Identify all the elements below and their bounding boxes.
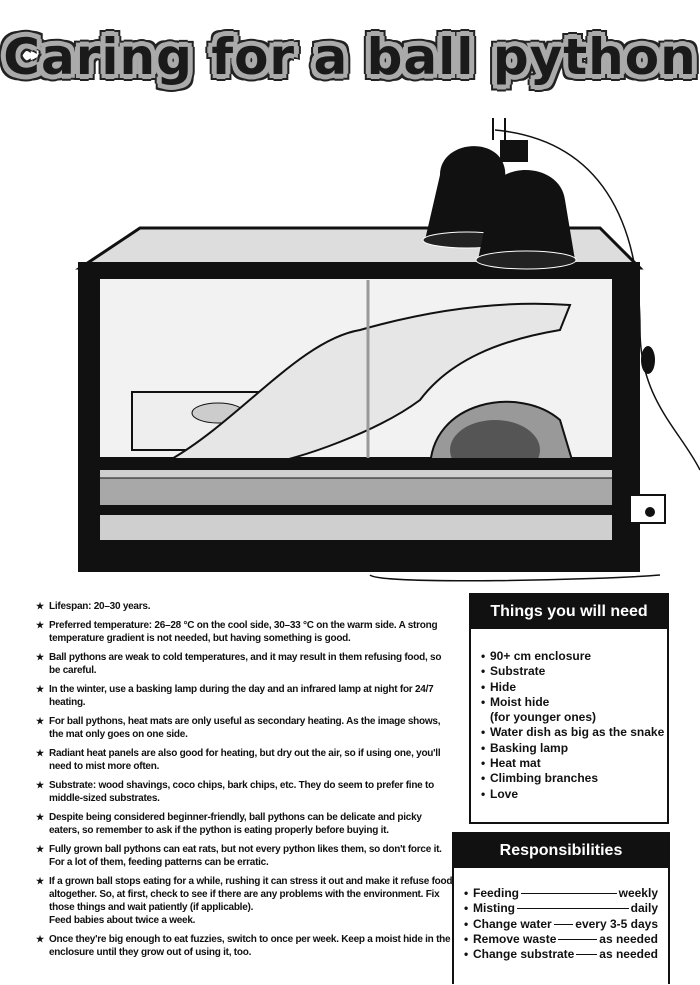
bullet-icon: •: [481, 664, 486, 679]
needs-item: • Climbing branches: [481, 771, 667, 786]
needs-item-label: Hide: [490, 679, 517, 694]
needs-heading: Things you will need: [471, 595, 667, 629]
fact-item: ★ Once they're big enough to eat fuzzies,…: [36, 933, 454, 959]
responsibilities-list: • Feeding weekly • Misting daily • Change water…: [454, 868, 668, 962]
fact-text: Substrate: wood shavings, coco chips, ba…: [49, 780, 434, 804]
fact-item: ★ In the winter, use a basking lamp durin…: [36, 683, 454, 709]
responsibility-item: • Remove waste as needed: [464, 932, 658, 947]
star-bullet-icon: ★: [36, 684, 44, 694]
fact-text: Lifespan: 20–30 years.: [49, 601, 151, 612]
fact-text: For ball pythons, heat mats are only use…: [49, 716, 441, 740]
star-bullet-icon: ★: [36, 748, 44, 758]
responsibilities-heading: Responsibilities: [454, 834, 668, 868]
task-label: Change water: [473, 916, 552, 931]
care-facts-list: ★ Lifespan: 20–30 years. ★ Preferred temper…: [36, 600, 454, 965]
fact-text: Fully grown ball pythons can eat rats, b…: [49, 844, 442, 868]
needs-list: • 90+ cm enclosure • Substrate • Hide • Moist h…: [471, 629, 667, 802]
needs-item: • Moist hide (for younger ones): [481, 695, 667, 726]
bullet-icon: •: [481, 679, 486, 694]
fact-item: ★ Substrate: wood shavings, coco chips, b…: [36, 779, 454, 805]
fact-item: ★ Ball pythons are weak to cold temperatu…: [36, 651, 454, 677]
star-bullet-icon: ★: [36, 934, 44, 944]
needs-item: • Basking lamp: [481, 741, 667, 756]
things-you-will-need-box: Things you will need • 90+ cm enclosure • S…: [469, 593, 669, 824]
bullet-icon: •: [464, 886, 469, 900]
fact-text: If a grown ball stops eating for a while…: [49, 876, 453, 926]
needs-item-label: Substrate: [490, 664, 546, 679]
fact-text: Despite being considered beginner-friend…: [49, 812, 422, 836]
bullet-icon: •: [481, 740, 486, 755]
fact-item: ★ If a grown ball stops eating for a whil…: [36, 875, 454, 927]
responsibility-item: • Misting daily: [464, 901, 658, 916]
star-bullet-icon: ★: [36, 780, 44, 790]
bullet-icon: •: [464, 947, 469, 962]
frequency-label: daily: [630, 901, 658, 916]
star-bullet-icon: ★: [36, 716, 44, 726]
bullet-icon: •: [464, 901, 469, 916]
bullet-icon: •: [464, 916, 469, 931]
bullet-icon: •: [464, 931, 469, 946]
fact-text: Preferred temperature: 26–28 °C on the c…: [49, 620, 438, 644]
fact-item: ★ For ball pythons, heat mats are only us…: [36, 715, 454, 741]
fact-text: Radiant heat panels are also good for he…: [49, 748, 441, 772]
needs-item: • Water dish as big as the snake: [481, 725, 667, 740]
fact-item: ★ Fully grown ball pythons can eat rats, …: [36, 843, 454, 869]
needs-item-label: Basking lamp: [490, 740, 569, 755]
leader-line: [553, 923, 574, 925]
task-label: Change substrate: [473, 947, 575, 962]
star-bullet-icon: ★: [36, 620, 44, 630]
star-bullet-icon: ★: [36, 876, 44, 886]
star-bullet-icon: ★: [36, 601, 44, 611]
needs-item-label: 90+ cm enclosure: [490, 649, 592, 663]
bullet-icon: •: [481, 725, 486, 740]
needs-item: • Heat mat: [481, 756, 667, 771]
bullet-icon: •: [481, 771, 486, 786]
frequency-label: as needed: [599, 947, 658, 962]
responsibility-item: • Change water every 3-5 days: [464, 917, 658, 932]
terrarium-illustration: [75, 118, 700, 582]
task-label: Misting: [473, 901, 515, 916]
bullet-icon: •: [481, 694, 486, 709]
needs-item: • Substrate: [481, 664, 667, 679]
task-label: Remove waste: [473, 931, 557, 946]
responsibility-item: • Change substrate as needed: [464, 947, 658, 962]
needs-item-label: Climbing branches: [490, 771, 599, 786]
star-bullet-icon: ★: [36, 652, 44, 662]
leader-line: [517, 908, 629, 910]
frequency-label: weekly: [618, 886, 658, 900]
fact-item: ★ Despite being considered beginner-frien…: [36, 811, 454, 837]
needs-item-label: Water dish as big as the snake: [490, 725, 665, 740]
needs-item: • Love: [481, 787, 667, 802]
responsibilities-box: Responsibilities • Feeding weekly • Misting d…: [452, 832, 670, 984]
frequency-label: every 3-5 days: [575, 916, 658, 931]
needs-item-label: Moist hide (for younger ones): [490, 694, 597, 725]
leader-line: [576, 954, 598, 956]
leader-line: [558, 939, 598, 941]
bullet-icon: •: [481, 756, 486, 771]
responsibility-item: • Feeding weekly: [464, 886, 658, 901]
bullet-icon: •: [481, 786, 486, 801]
fact-text: Once they're big enough to eat fuzzies, …: [49, 934, 451, 958]
bullet-icon: •: [481, 649, 486, 663]
task-label: Feeding: [473, 886, 520, 900]
fact-item: ★ Lifespan: 20–30 years.: [36, 600, 454, 613]
fact-item: ★ Radiant heat panels are also good for h…: [36, 747, 454, 773]
fact-item: ★ Preferred temperature: 26–28 °C on the …: [36, 619, 454, 645]
frequency-label: as needed: [599, 931, 658, 946]
page-title: Caring for a ball python: [3, 28, 697, 86]
leader-line: [521, 893, 617, 895]
needs-item-label: Love: [490, 786, 519, 801]
star-bullet-icon: ★: [36, 812, 44, 822]
needs-item-label: Heat mat: [490, 756, 541, 771]
fact-text: Ball pythons are weak to cold temperatur…: [49, 652, 442, 676]
needs-item: • Hide: [481, 680, 667, 695]
fact-text: In the winter, use a basking lamp during…: [49, 684, 434, 708]
star-bullet-icon: ★: [36, 844, 44, 854]
needs-item: • 90+ cm enclosure: [481, 649, 667, 664]
